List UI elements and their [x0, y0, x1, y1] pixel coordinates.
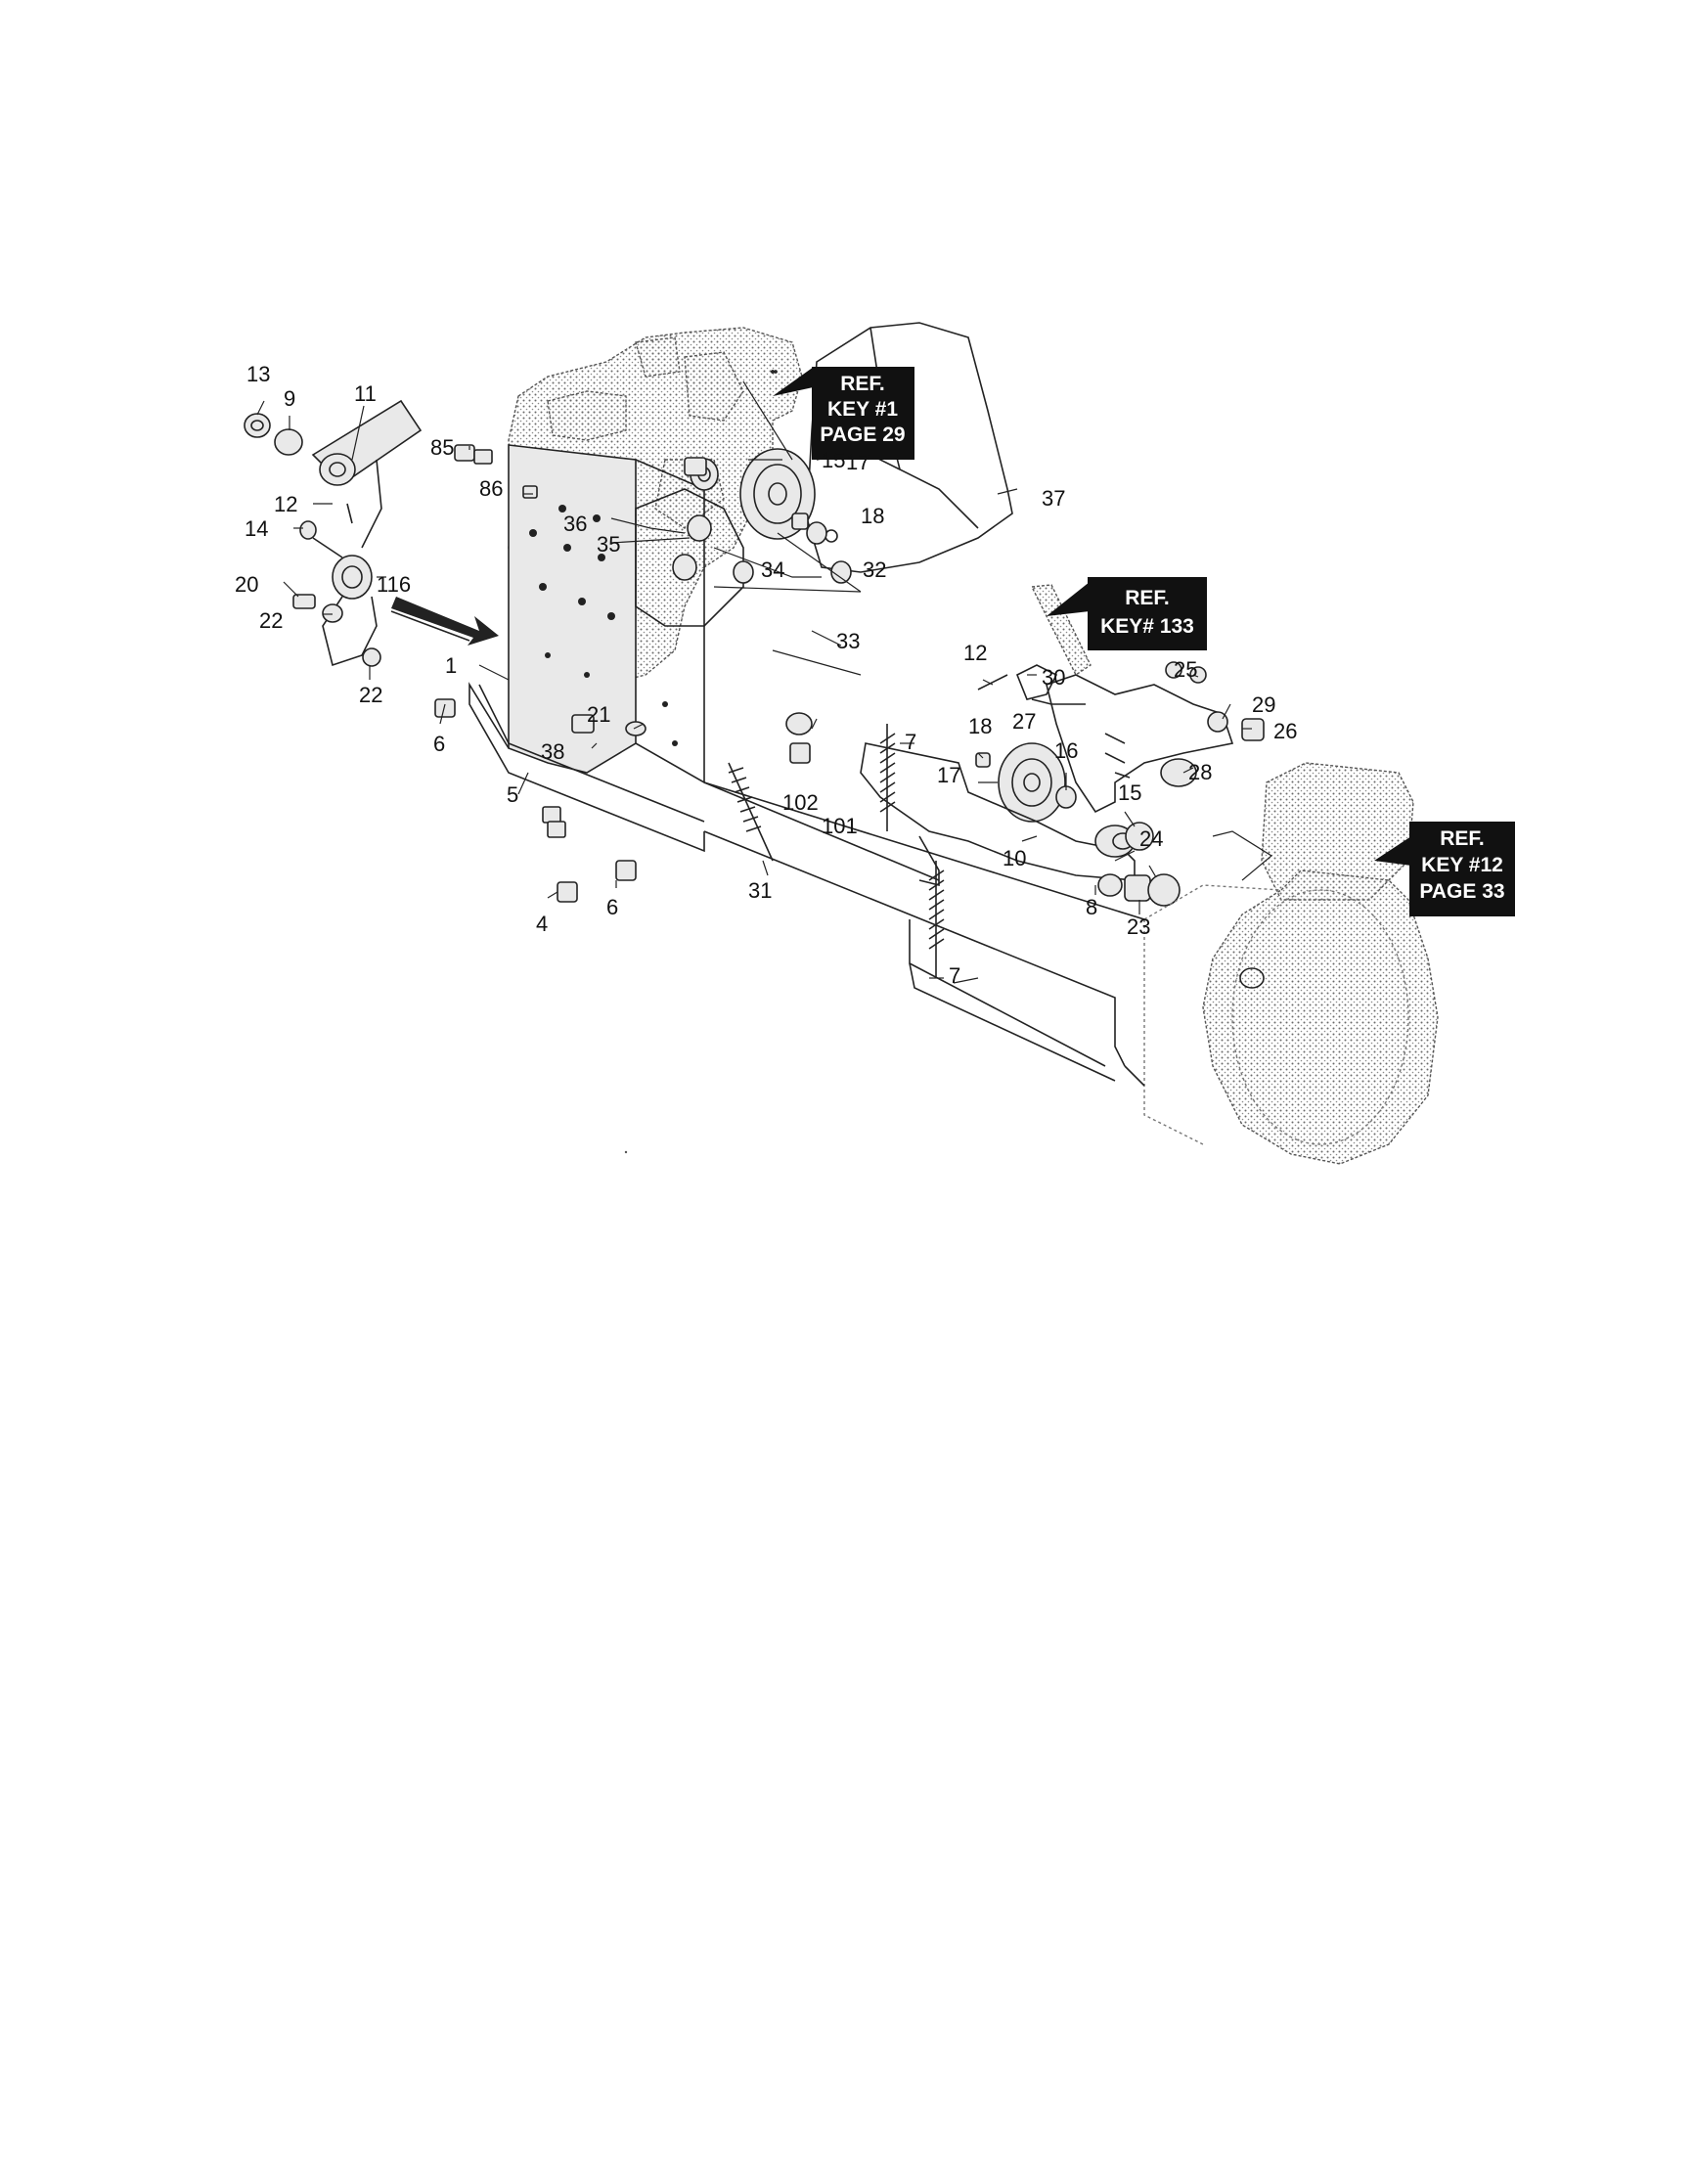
callout-116: 116 — [377, 572, 411, 597]
svg-text:KEY #1: KEY #1 — [827, 398, 898, 421]
hatched-arrow-icon — [390, 597, 499, 646]
callout-36: 36 — [563, 512, 587, 536]
callout-8: 8 — [1086, 895, 1097, 919]
callout-5: 5 — [507, 782, 518, 807]
callout-28: 28 — [1188, 760, 1212, 784]
callout-21: 21 — [587, 702, 610, 727]
frame-rails — [703, 781, 1273, 1087]
callout-23: 23 — [1127, 914, 1150, 939]
callout-14: 14 — [245, 516, 268, 541]
callout-22a: 22 — [259, 608, 283, 633]
callout-37: 37 — [1042, 486, 1065, 511]
callout-34: 34 — [761, 557, 784, 582]
callout-101: 101 — [822, 814, 858, 838]
callout-15a: 15 — [822, 448, 845, 472]
callout-86: 86 — [479, 476, 503, 501]
bolts — [434, 444, 1182, 903]
svg-text:KEY# 133: KEY# 133 — [1100, 615, 1194, 638]
callout-29: 29 — [1252, 692, 1275, 717]
shift-lever-assembly — [244, 399, 423, 667]
callout-7a: 7 — [905, 730, 916, 754]
leader-lines — [256, 380, 1252, 984]
callout-33: 33 — [836, 629, 860, 653]
callout-16: 16 — [1054, 738, 1078, 763]
callout-18a: 18 — [861, 504, 884, 528]
callout-102: 102 — [782, 790, 819, 815]
callout-6a: 6 — [433, 732, 445, 756]
callout-labels: 13 9 11 12 14 20 116 22 22 85 86 1 6 21 … — [235, 362, 1297, 988]
ref-box-housing: REF. KEY #12 PAGE 33 — [1374, 822, 1515, 916]
callout-85: 85 — [430, 435, 454, 460]
svg-text:KEY #12: KEY #12 — [1421, 854, 1503, 876]
callout-7b: 7 — [949, 963, 960, 988]
callout-31: 31 — [748, 878, 772, 903]
callout-27: 27 — [1012, 709, 1036, 734]
callout-38: 38 — [541, 739, 564, 764]
auger-housing — [1143, 762, 1439, 1165]
svg-text:REF.: REF. — [1440, 827, 1485, 850]
callout-10: 10 — [1003, 846, 1026, 870]
svg-text:REF.: REF. — [1125, 587, 1170, 609]
callout-17a: 17 — [846, 450, 869, 474]
frame-plate — [468, 444, 705, 853]
callout-4: 4 — [536, 912, 548, 936]
callout-1: 1 — [445, 653, 457, 678]
callout-30: 30 — [1042, 665, 1065, 690]
callout-15b: 15 — [1118, 780, 1141, 805]
callout-35: 35 — [597, 532, 620, 557]
callout-9: 9 — [284, 386, 295, 411]
callout-22b: 22 — [359, 683, 382, 707]
control-bracket — [977, 664, 1265, 814]
ref-box-handle: REF. KEY# 133 — [1047, 577, 1207, 650]
callout-24: 24 — [1139, 826, 1163, 851]
ref-box-engine: REF. KEY #1 PAGE 29 — [773, 367, 914, 460]
svg-text:PAGE 29: PAGE 29 — [820, 423, 905, 446]
lower-pulley-assembly — [860, 742, 1181, 907]
callout-12a: 12 — [274, 492, 297, 516]
callout-26: 26 — [1273, 719, 1297, 743]
callout-20: 20 — [235, 572, 258, 597]
callout-6b: 6 — [606, 895, 618, 919]
callout-17b: 17 — [937, 763, 960, 787]
callout-11: 11 — [354, 381, 377, 406]
callout-32: 32 — [863, 557, 886, 582]
svg-text:PAGE 33: PAGE 33 — [1419, 880, 1504, 903]
handle-stub — [1030, 584, 1092, 677]
callout-12b: 12 — [963, 641, 987, 665]
svg-text:REF.: REF. — [840, 373, 885, 395]
callout-18b: 18 — [968, 714, 992, 738]
callout-25: 25 — [1174, 657, 1197, 682]
stray-mark — [624, 1150, 628, 1154]
callout-13: 13 — [246, 362, 270, 386]
